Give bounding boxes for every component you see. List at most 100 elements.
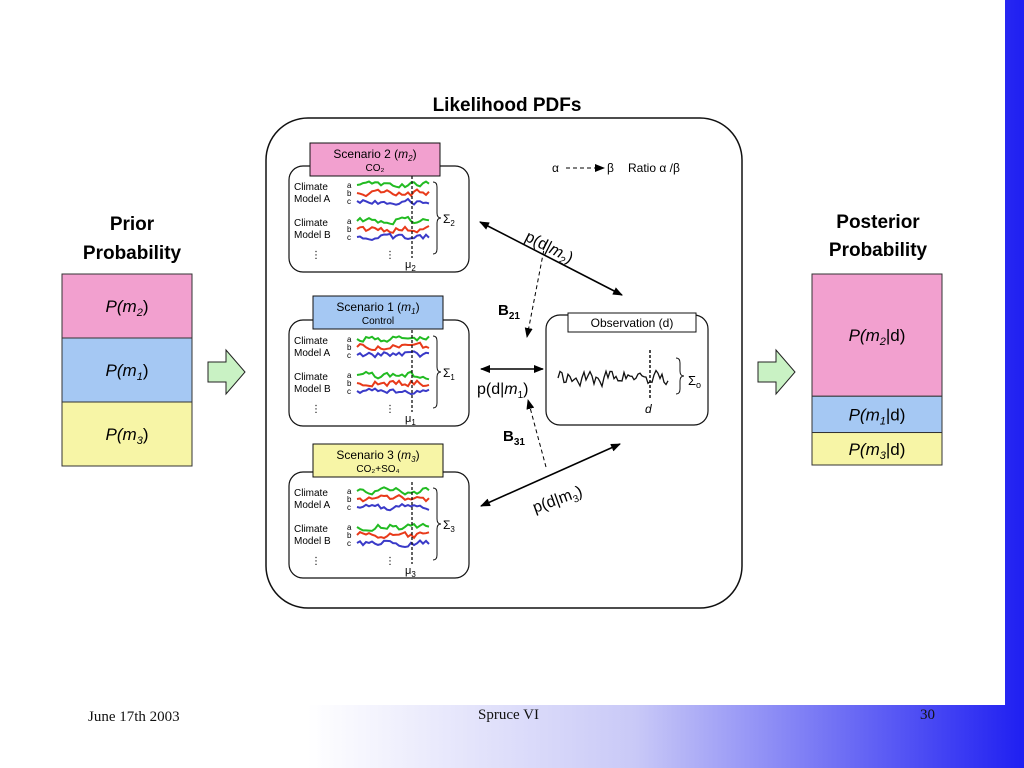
- ellipsis: ⋮: [385, 556, 395, 567]
- model-run-series: [356, 539, 430, 549]
- model-run-series: [356, 379, 430, 388]
- ellipsis: ⋮: [385, 250, 395, 261]
- prior-label-2: P(m1): [106, 361, 149, 383]
- footer-page-number: 30: [920, 707, 935, 723]
- observation-brace: [675, 357, 685, 395]
- run-letter: b: [347, 225, 352, 234]
- model-label-line2: Model B: [294, 384, 331, 395]
- posterior-label-1: P(m2|d): [849, 326, 906, 348]
- model-run-series: [356, 530, 430, 540]
- model-run-series: [356, 180, 430, 189]
- model-label-line1: Climate: [294, 372, 328, 383]
- model-run-series: [356, 335, 430, 343]
- scenario-title-2: Scenario 1 (m1): [336, 300, 419, 316]
- ellipsis: ⋮: [385, 404, 395, 415]
- ensemble-brace: [432, 181, 442, 255]
- run-letter: a: [347, 487, 352, 496]
- observation-panel: Observation (d) d Σo: [545, 312, 709, 426]
- run-letter: b: [347, 379, 352, 388]
- ensemble-sigma: Σ1: [443, 366, 455, 382]
- run-letter: c: [347, 503, 351, 512]
- posterior-box-2: [811, 395, 943, 434]
- bayes-arrow-b21: [524, 243, 546, 338]
- model-run-series: [356, 370, 430, 381]
- prior-label-3: P(m3): [106, 425, 149, 447]
- run-letter: b: [347, 495, 352, 504]
- run-letter: c: [347, 387, 351, 396]
- model-run-series: [356, 502, 430, 512]
- scenario-forcing-3: CO₂+SO₄: [356, 464, 399, 475]
- model-label-line1: Climate: [294, 182, 328, 193]
- model-label-line2: Model A: [294, 348, 330, 359]
- posterior-heading-line2: Probability: [829, 240, 928, 261]
- prior-heading-line2: Probability: [83, 243, 182, 264]
- model-run-series: [356, 232, 430, 242]
- scenario-header-1: [309, 142, 441, 177]
- ratio-legend: α β Ratio α /β: [552, 161, 680, 175]
- run-letter: a: [347, 523, 352, 532]
- bayes-factor-b31: B31: [503, 428, 525, 448]
- run-letter: b: [347, 189, 352, 198]
- posterior-probability-bar: P(m2|d)P(m1|d)P(m3|d): [811, 273, 943, 466]
- model-run-series: [356, 341, 430, 352]
- prior-box-3: [61, 401, 193, 467]
- ensemble-brace: [432, 335, 442, 409]
- footer-title: Spruce VI: [478, 707, 539, 723]
- observation-sigma: Σo: [688, 373, 701, 390]
- scenario-header-2: [312, 295, 444, 330]
- model-label-line2: Model A: [294, 500, 330, 511]
- bayes-factor-b21: B21: [498, 302, 520, 322]
- model-run-series: [356, 494, 430, 503]
- model-label-line1: Climate: [294, 218, 328, 229]
- scenario-title-3: Scenario 3 (m3): [336, 448, 419, 464]
- model-label-line1: Climate: [294, 524, 328, 535]
- legend-ratio-text: Ratio α /β: [628, 161, 680, 175]
- model-run-series: [356, 188, 430, 198]
- run-letter: c: [347, 539, 351, 548]
- run-letter: b: [347, 343, 352, 352]
- likelihood-label-m1: p(d|m1): [477, 381, 529, 401]
- legend-beta: β: [607, 161, 614, 175]
- run-letter: c: [347, 233, 351, 242]
- model-run-series: [356, 350, 430, 359]
- ensemble-mean-label: μ3: [405, 565, 416, 579]
- run-letter: a: [347, 217, 352, 226]
- bayes-arrow-b31: [526, 399, 547, 468]
- scenario-title-1: Scenario 2 (m2): [333, 147, 416, 163]
- ellipsis: ⋮: [311, 404, 321, 415]
- likelihood-diagram: Likelihood PDFs Prior Probability P(m2)P…: [61, 95, 943, 609]
- model-run-series: [356, 215, 430, 226]
- ensemble-mean-label: μ1: [405, 413, 416, 427]
- prior-to-likelihood-arrow: [207, 348, 246, 396]
- prior-heading-line1: Prior: [110, 214, 155, 235]
- posterior-box-3: [811, 432, 943, 466]
- footer-date: June 17th 2003: [88, 709, 180, 725]
- run-letter: c: [347, 351, 351, 360]
- observation-title: Observation (d): [591, 316, 674, 330]
- prior-box-2: [61, 337, 193, 403]
- ellipsis: ⋮: [311, 556, 321, 567]
- posterior-label-3: P(m3|d): [849, 440, 906, 462]
- prior-label-1: P(m2): [106, 297, 149, 319]
- model-run-series: [356, 197, 430, 206]
- model-label-line1: Climate: [294, 488, 328, 499]
- legend-alpha: α: [552, 161, 559, 175]
- model-run-series: [356, 522, 430, 532]
- model-run-series: [356, 486, 430, 496]
- run-letter: c: [347, 197, 351, 206]
- scenario-header-3: [312, 443, 444, 478]
- ensemble-mean-label: μ2: [405, 259, 416, 273]
- likelihood-arrow-m3: [480, 443, 621, 507]
- ensemble-sigma: Σ3: [443, 518, 455, 534]
- posterior-box-1: [811, 273, 943, 397]
- posterior-heading-line1: Posterior: [836, 212, 920, 233]
- model-label-line1: Climate: [294, 336, 328, 347]
- ellipsis: ⋮: [311, 250, 321, 261]
- model-label-line2: Model B: [294, 230, 331, 241]
- ensemble-brace: [432, 487, 442, 561]
- run-letter: a: [347, 181, 352, 190]
